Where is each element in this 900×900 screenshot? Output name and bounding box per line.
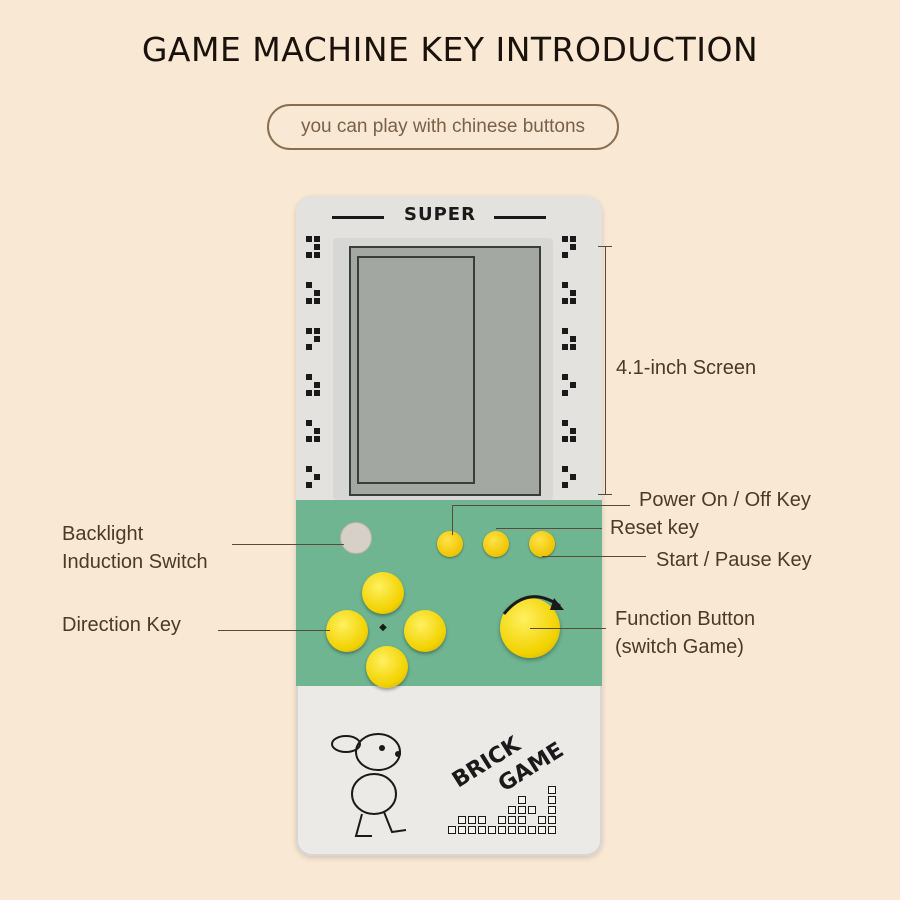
start-callout-line — [542, 556, 646, 557]
label-screen: 4.1-inch Screen — [616, 357, 757, 379]
console-brand: SUPER — [404, 204, 476, 225]
label-function-line2: (switch Game) — [615, 636, 744, 658]
label-start: Start / Pause Key — [656, 549, 812, 571]
dpad-arrows-icon: ◆ — [379, 622, 387, 633]
start-pause-button[interactable] — [529, 531, 555, 557]
dpad-up-button[interactable] — [362, 572, 404, 614]
reset-callout-line — [496, 528, 602, 529]
mascot-icon — [331, 733, 407, 837]
screen-dimension-tick-bottom — [598, 494, 612, 495]
screen-dimension-tick-top — [598, 246, 612, 247]
dpad-right-button[interactable] — [404, 610, 446, 652]
label-function-line1: Function Button — [615, 608, 756, 630]
function-callout-line — [530, 628, 606, 629]
dpad-left-button[interactable] — [326, 610, 368, 652]
reset-button[interactable] — [483, 531, 509, 557]
lcd-play-area — [357, 256, 475, 484]
page-title: GAME MACHINE KEY INTRODUCTION — [141, 30, 759, 69]
backlight-callout-line — [232, 544, 344, 545]
power-callout-drop — [452, 505, 453, 535]
brand-divider-left — [332, 216, 384, 219]
direction-callout-line — [218, 630, 330, 631]
label-power: Power On / Off Key — [639, 489, 811, 511]
backlight-sensor[interactable] — [340, 522, 372, 554]
brand-divider-right — [494, 216, 546, 219]
label-reset: Reset key — [610, 517, 699, 539]
screen-dimension-line — [605, 246, 606, 494]
label-backlight-line1: Backlight — [62, 523, 144, 545]
dpad-down-button[interactable] — [366, 646, 408, 688]
label-backlight-line2: Induction Switch — [62, 551, 208, 573]
function-rotate-arrow-icon — [502, 595, 564, 615]
subtitle-text: you can play with chinese buttons — [300, 116, 586, 137]
power-callout-line — [452, 505, 630, 506]
power-button[interactable] — [437, 531, 463, 557]
label-direction: Direction Key — [62, 614, 181, 636]
subtitle-badge: you can play with chinese buttons — [267, 104, 619, 150]
